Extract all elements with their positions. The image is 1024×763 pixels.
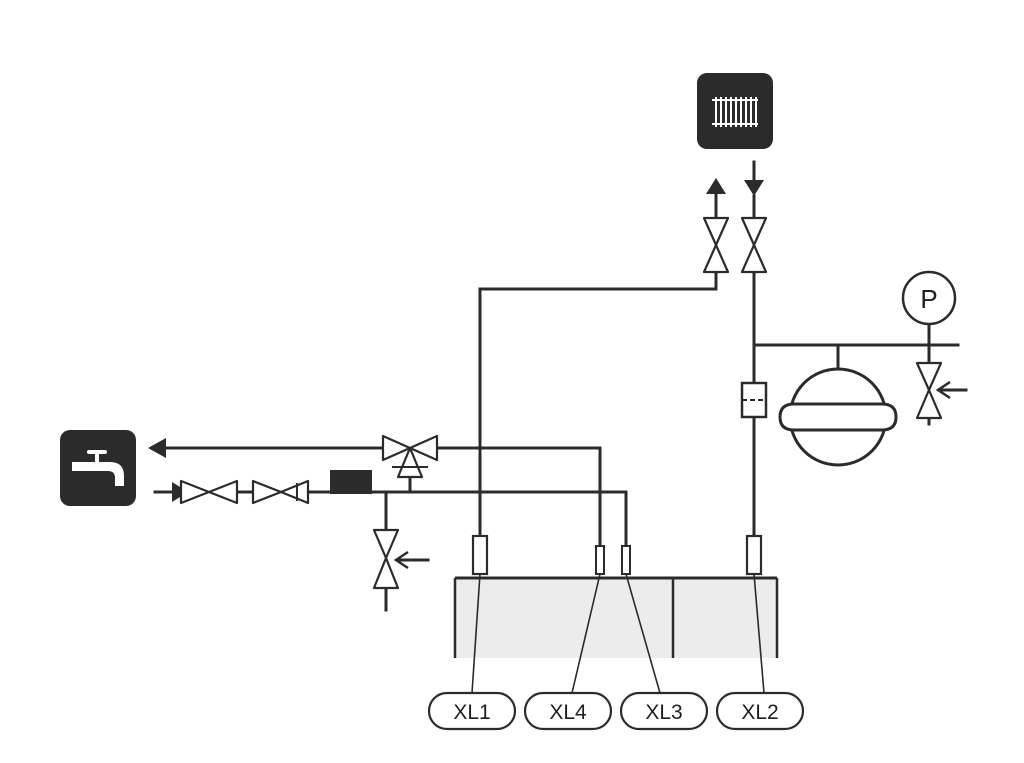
pipes [153, 160, 960, 612]
drain-valve [372, 528, 400, 590]
particle-filter [740, 381, 768, 419]
connection-label-xl3: XL3 [619, 691, 709, 731]
svg-text:XL4: XL4 [549, 701, 587, 724]
arrow-down-icon [744, 180, 764, 196]
cold-water-shutoff-valve [179, 479, 239, 505]
mixing-valve [381, 434, 439, 479]
arrow-left-icon [148, 438, 166, 458]
svg-text:XL3: XL3 [645, 701, 682, 724]
connection-label-xl4: XL4 [523, 691, 613, 731]
radiator-icon [697, 73, 773, 149]
check-valve [251, 479, 310, 505]
pressure-gauge-label: P [920, 284, 937, 314]
arrow-up-icon [706, 178, 726, 194]
connection-label-xl1: XL1 [427, 691, 517, 731]
pressure-gauge: P [901, 270, 957, 326]
svg-text:XL2: XL2 [741, 701, 778, 724]
inlet-arrows [393, 380, 968, 570]
supply-shutoff-valve [702, 216, 730, 274]
tank-unit [453, 576, 779, 658]
svg-text:XL1: XL1 [453, 701, 490, 724]
expansion-vessel [778, 367, 898, 467]
return-shutoff-valve [740, 216, 768, 274]
connection-stubs [471, 534, 763, 576]
cold-water-filter [330, 470, 372, 494]
connection-label-xl2: XL2 [715, 691, 805, 731]
water-tap-icon [60, 430, 136, 506]
flow-arrows [148, 178, 764, 502]
safety-valve [915, 361, 943, 420]
leader-lines [471, 573, 765, 694]
